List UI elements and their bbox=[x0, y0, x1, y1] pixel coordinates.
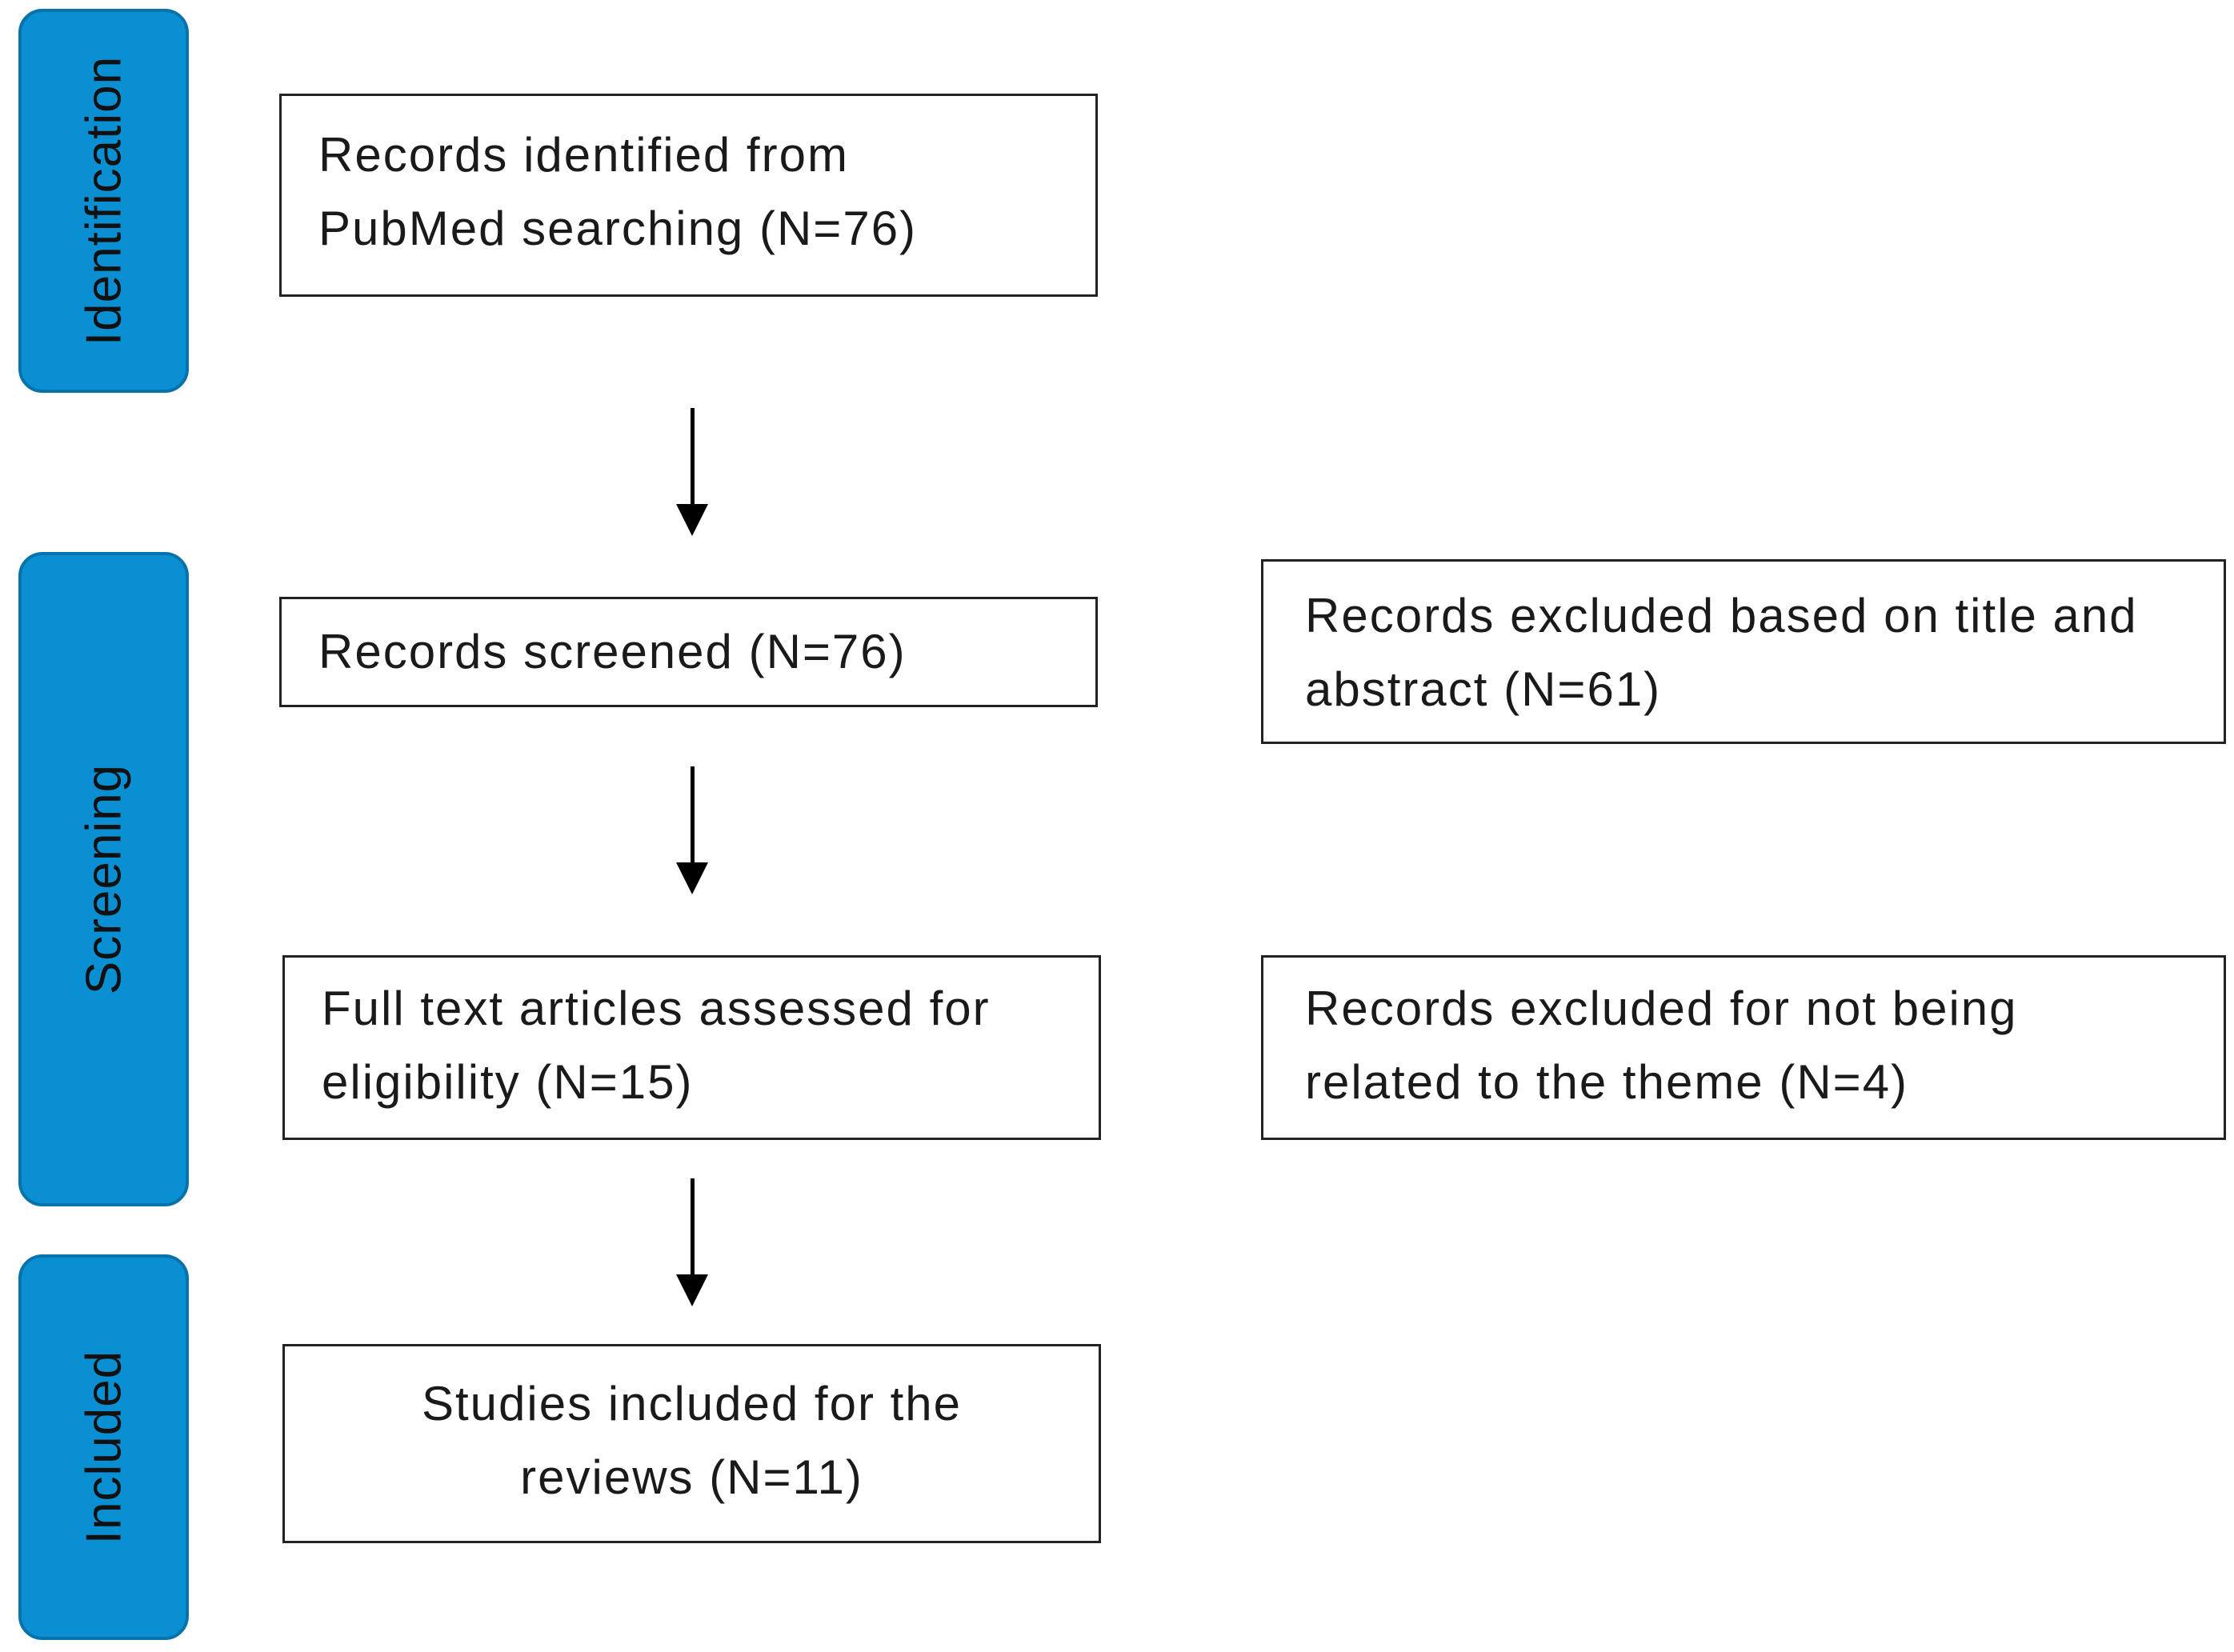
box-line: reviews (N=11) bbox=[520, 1450, 863, 1504]
box-line: Records excluded based on title and bbox=[1305, 589, 2138, 642]
box-line: Full text articles assessed for bbox=[322, 982, 991, 1035]
box-excluded-title-abstract: Records excluded based on title and abst… bbox=[1261, 559, 2226, 744]
stage-screening-label: Screening bbox=[76, 763, 131, 995]
stage-identification: Identification bbox=[18, 9, 189, 393]
box-records-screened: Records screened (N=76) bbox=[279, 597, 1098, 707]
stage-included: Included bbox=[18, 1254, 189, 1640]
box-line: Records excluded for not being bbox=[1305, 982, 2018, 1035]
box-line: abstract (N=61) bbox=[1305, 662, 1662, 716]
box-line: Studies included for the bbox=[421, 1377, 963, 1430]
arrow-head bbox=[676, 862, 708, 894]
box-line: Records screened (N=76) bbox=[318, 625, 907, 678]
arrow-shaft bbox=[691, 1178, 695, 1276]
box-line: Records identified from bbox=[318, 128, 849, 182]
box-line: related to the theme (N=4) bbox=[1305, 1055, 1909, 1109]
arrow-screened-to-full-text bbox=[676, 766, 708, 894]
arrow-head bbox=[676, 504, 708, 536]
box-full-text-assessed: Full text articles assessed for eligibil… bbox=[282, 955, 1101, 1140]
box-line: PubMed searching (N=76) bbox=[318, 202, 918, 255]
arrow-shaft bbox=[691, 408, 695, 506]
arrow-full-text-to-included bbox=[676, 1178, 708, 1306]
box-studies-included: Studies included for the reviews (N=11) bbox=[282, 1344, 1101, 1543]
box-records-identified: Records identified from PubMed searching… bbox=[279, 94, 1098, 297]
stage-identification-label: Identification bbox=[76, 55, 131, 346]
arrow-head bbox=[676, 1274, 708, 1306]
stage-included-label: Included bbox=[76, 1350, 131, 1545]
stage-screening: Screening bbox=[18, 552, 189, 1206]
box-excluded-theme: Records excluded for not being related t… bbox=[1261, 955, 2226, 1140]
arrow-shaft bbox=[691, 766, 695, 864]
arrow-identified-to-screened bbox=[676, 408, 708, 536]
box-line: eligibility (N=15) bbox=[322, 1055, 694, 1109]
